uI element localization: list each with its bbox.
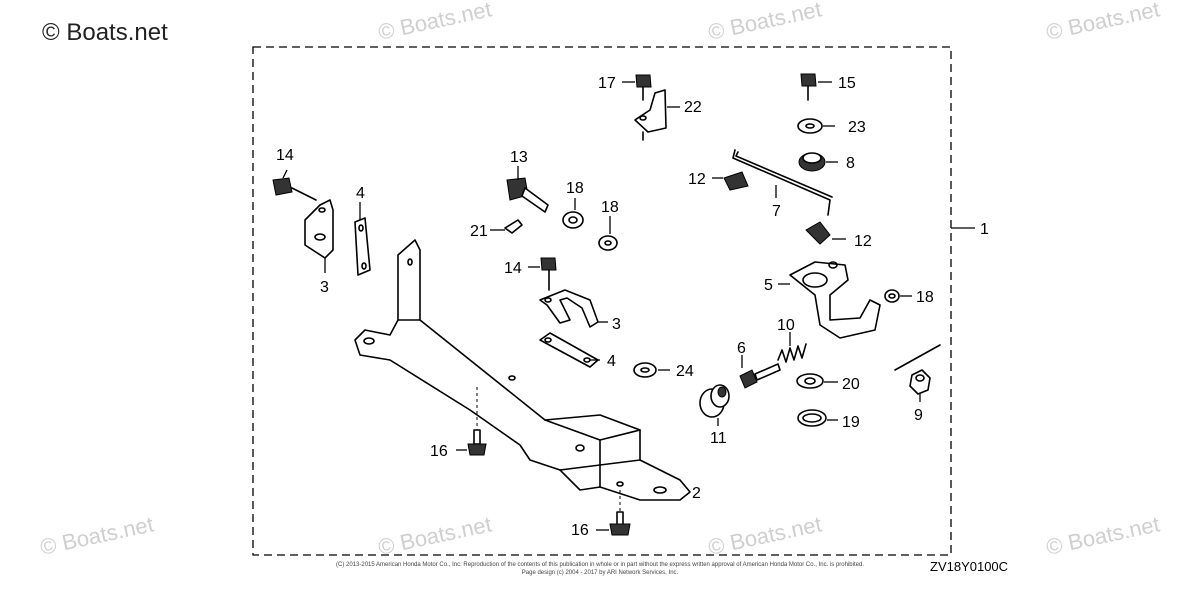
callout-11: 11 xyxy=(710,430,727,447)
callout-22: 22 xyxy=(684,99,702,116)
part-4-plate-center xyxy=(539,332,600,368)
watermark-main: © Boats.net xyxy=(42,19,168,46)
part-23-washer xyxy=(797,118,835,134)
part-3-clamp-center xyxy=(539,289,608,328)
callout-18: 18 xyxy=(566,180,584,197)
watermark-faded: © Boats.net xyxy=(376,0,494,45)
callout-labels: 14 4 3 13 18 18 21 17 22 15 23 8 12 7 12… xyxy=(276,75,989,539)
part-16-bolt-upper xyxy=(456,387,487,456)
assembly-frame xyxy=(252,46,952,556)
part-9-nut xyxy=(894,344,941,402)
callout-13: 13 xyxy=(510,149,528,166)
part-10-spring xyxy=(777,332,807,363)
callout-16: 16 xyxy=(430,443,448,460)
callout-4: 4 xyxy=(607,353,616,370)
part-18-washer-b xyxy=(598,216,618,251)
part-18-nut-right xyxy=(884,289,912,303)
callout-10: 10 xyxy=(777,317,795,334)
part-21-label xyxy=(490,219,523,234)
callout-1: 1 xyxy=(980,221,989,238)
callout-2: 2 xyxy=(692,485,701,502)
part-24-washer xyxy=(633,362,670,378)
part-7-rod xyxy=(732,149,833,216)
callout-3: 3 xyxy=(320,279,329,296)
callout-18: 18 xyxy=(916,289,934,306)
callout-20: 20 xyxy=(842,376,860,393)
callout-9: 9 xyxy=(914,407,923,424)
callout-23: 23 xyxy=(848,119,866,136)
part-20-washer xyxy=(796,373,838,389)
part-14-bolt-left xyxy=(272,169,317,201)
part-12-clip-upper xyxy=(712,171,749,191)
part-11-bushing xyxy=(699,384,730,426)
part-5-throttle-bracket xyxy=(778,261,881,339)
part-2-bracket xyxy=(354,239,691,501)
part-16-bolt-lower xyxy=(596,490,631,536)
callout-12: 12 xyxy=(854,233,872,250)
part-8-grommet xyxy=(798,152,838,172)
callout-15: 15 xyxy=(838,75,856,92)
callout-14: 14 xyxy=(276,147,294,164)
callout-16: 16 xyxy=(571,522,589,539)
callout-5: 5 xyxy=(764,277,773,294)
callout-24: 24 xyxy=(676,363,694,380)
part-18-washer-a xyxy=(562,198,584,229)
callout-14: 14 xyxy=(504,260,522,277)
part-4-plate-left xyxy=(354,202,371,276)
part-17-bolt-top xyxy=(622,74,652,101)
callout-3: 3 xyxy=(612,316,621,333)
part-22-bracket-top xyxy=(634,89,680,141)
part-3-clamp-left xyxy=(304,199,334,273)
callout-7: 7 xyxy=(772,203,781,220)
watermark-faded: © Boats.net xyxy=(1044,0,1162,45)
watermark-faded: © Boats.net xyxy=(706,0,824,45)
part-13-stopper xyxy=(506,166,549,213)
watermark-faded: © Boats.net xyxy=(38,511,156,559)
part-15-bolt-right xyxy=(800,73,832,101)
callout-17: 17 xyxy=(598,75,616,92)
callout-6: 6 xyxy=(737,340,746,357)
copyright-line-1: (C) 2013-2015 American Honda Motor Co., … xyxy=(336,562,864,568)
callout-18: 18 xyxy=(601,199,619,216)
part-14-bolt-center xyxy=(528,257,557,291)
callout-12: 12 xyxy=(688,171,706,188)
watermark-faded: © Boats.net xyxy=(376,511,494,559)
part-19-ring xyxy=(797,409,838,427)
part-6-bolt xyxy=(739,355,781,389)
copyright-line-2: Page design (c) 2004 - 2017 by ARI Netwo… xyxy=(522,570,679,576)
callout-4: 4 xyxy=(356,185,365,202)
watermark-faded: © Boats.net xyxy=(706,511,824,559)
watermark-faded: © Boats.net xyxy=(1044,511,1162,559)
part-12-clip-lower xyxy=(805,221,846,245)
diagram-code: ZV18Y0100C xyxy=(930,559,1008,574)
callout-19: 19 xyxy=(842,414,860,431)
callout-8: 8 xyxy=(846,155,855,172)
callout-21: 21 xyxy=(470,223,488,240)
